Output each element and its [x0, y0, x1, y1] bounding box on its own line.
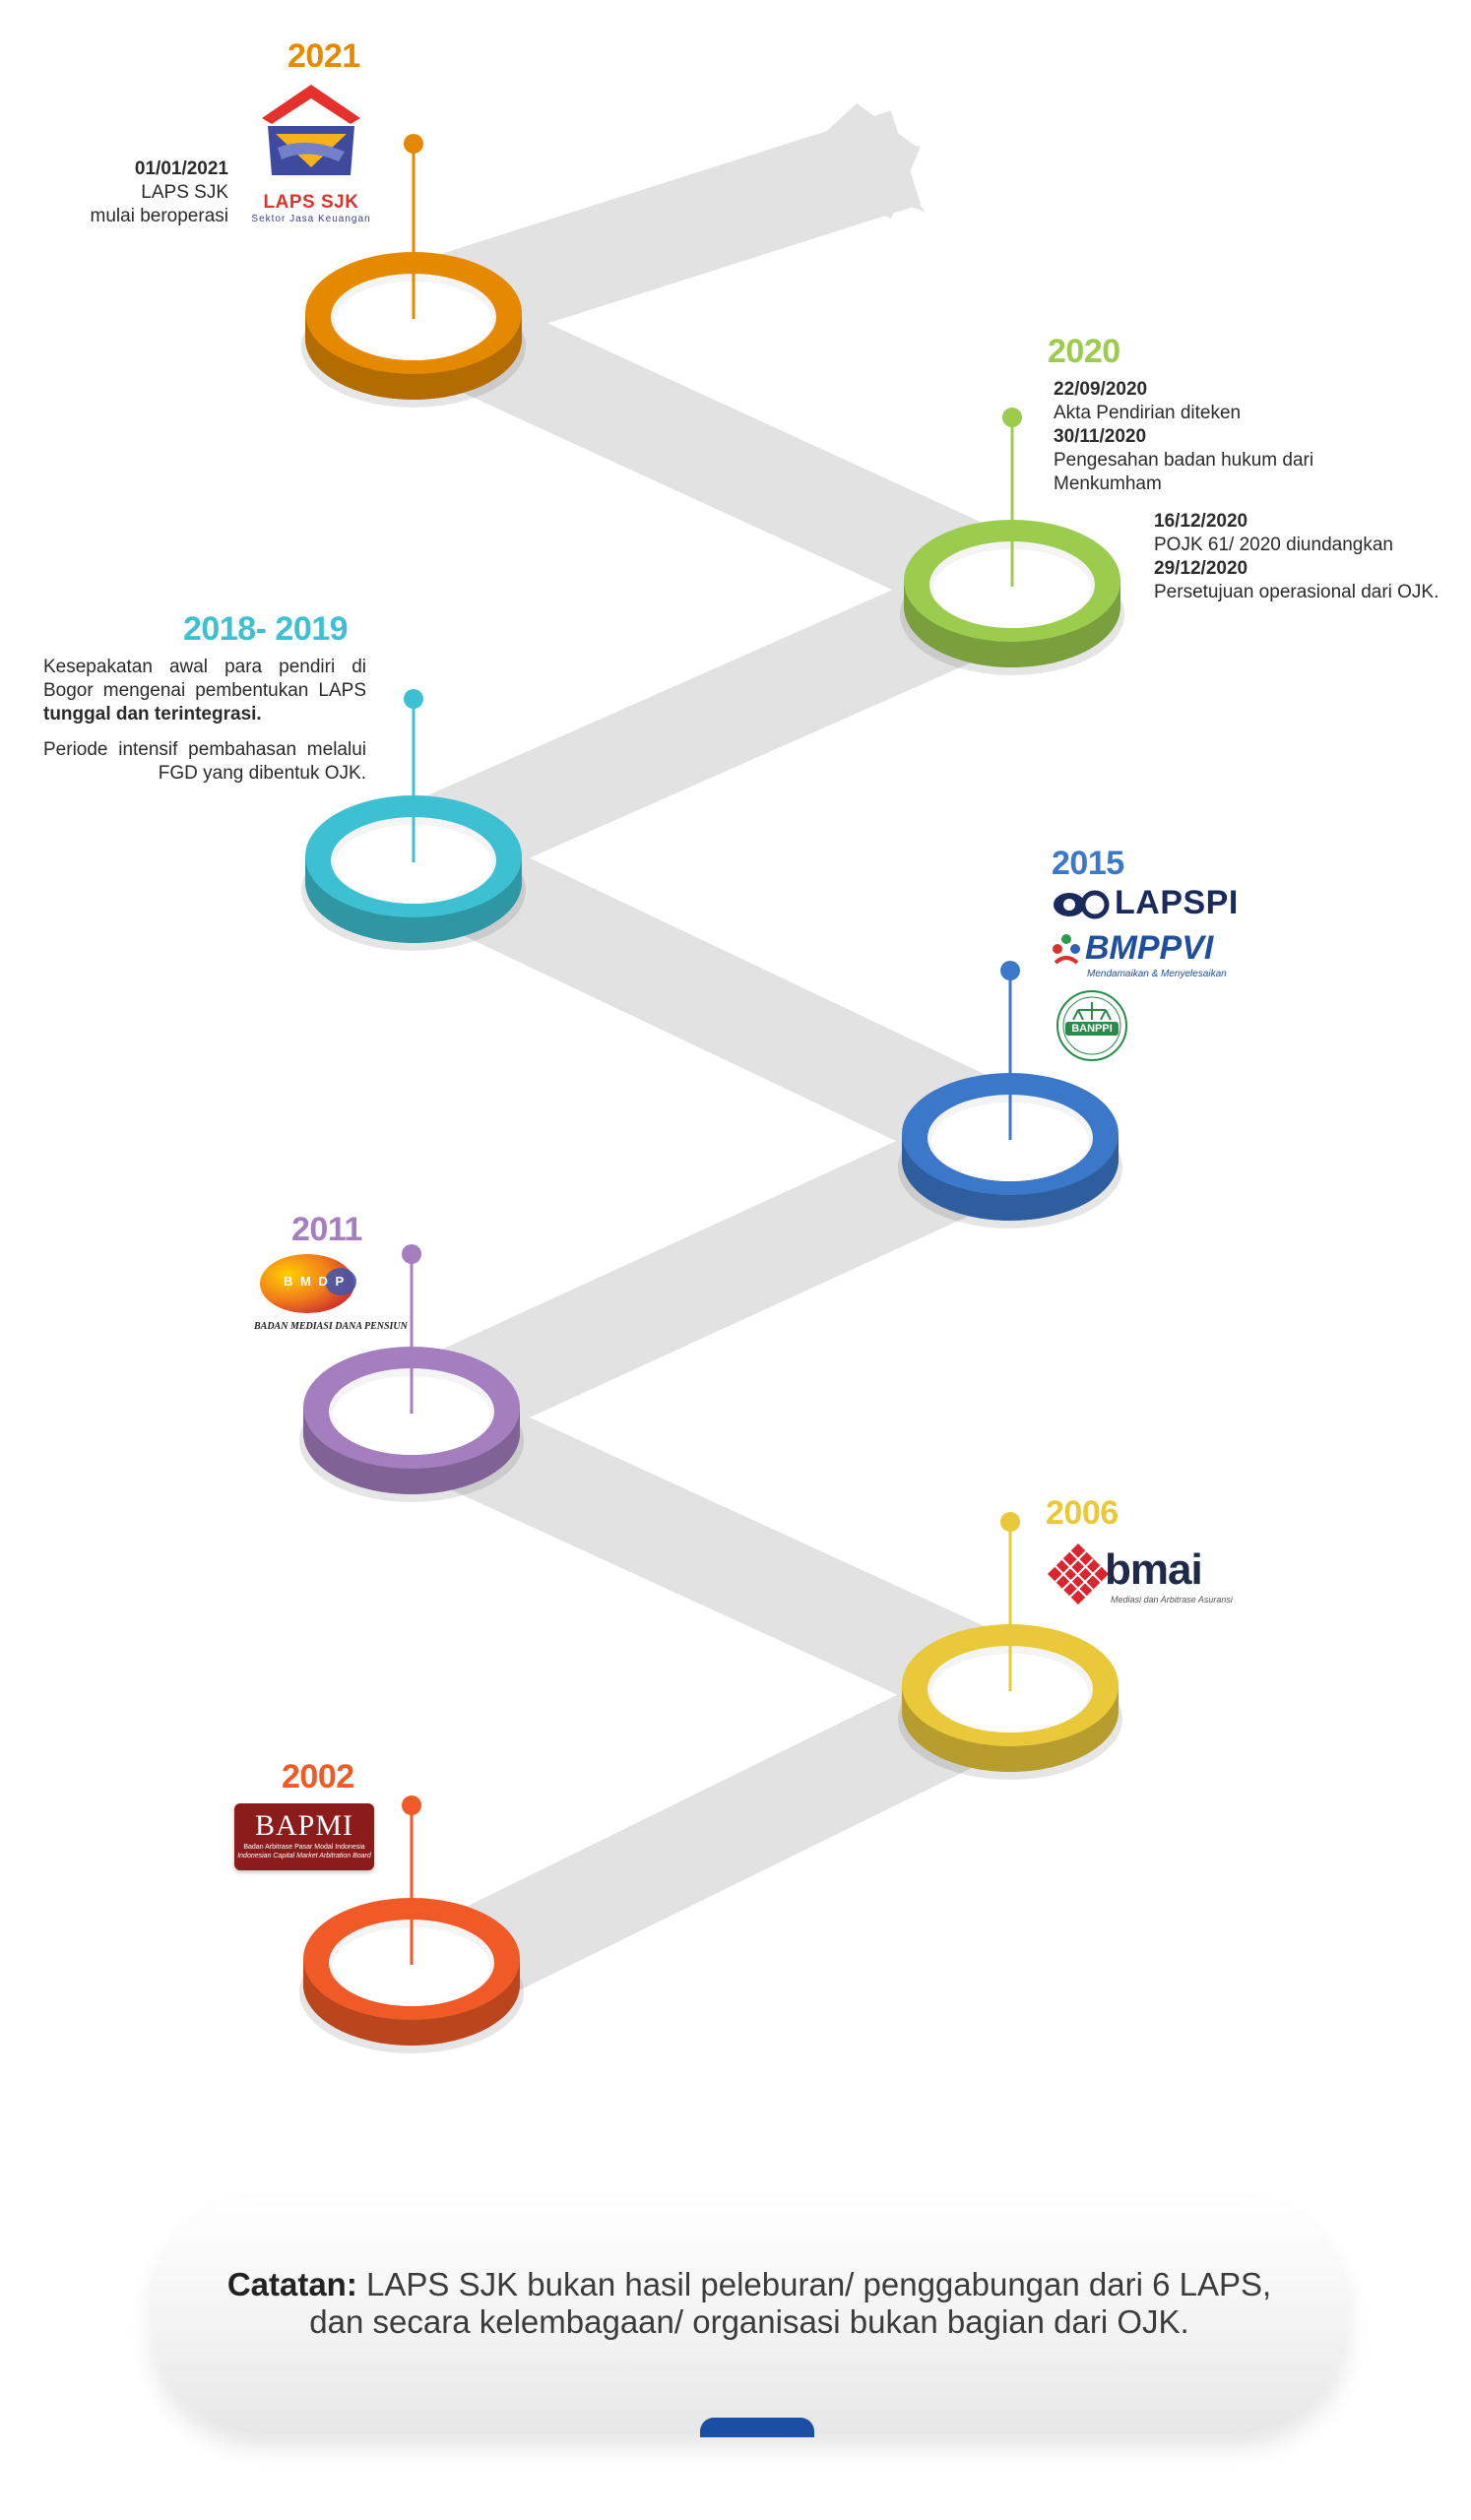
arrow-tip — [758, 146, 921, 219]
milestone-2018-text-1: Kesepakatan awal para pendiri di Bogor m… — [43, 656, 366, 726]
bmdp-logo: B M D P BADAN MEDIASI DANA PENSIUN — [254, 1252, 408, 1341]
banppi-logo: BANPPI — [1052, 988, 1132, 1063]
year-2011: 2011 — [291, 1211, 362, 1248]
year-2015: 2015 — [1052, 845, 1124, 882]
ring-2020-pin-head — [1002, 408, 1022, 427]
bapmi-logo-sub1: Badan Arbitrase Pasar Modal Indonesia — [243, 1844, 365, 1851]
text-2020-1: Akta Pendirian diteken — [1054, 403, 1242, 423]
ring-2020-hole-inner — [933, 549, 1091, 628]
text-2020-3: POJK 61/ 2020 diundangkan — [1154, 535, 1393, 555]
ring-2018-2019-pin-head — [404, 689, 423, 709]
bmai-logo: bmai Mediasi dan Arbitrase Asuransi — [1046, 1542, 1243, 1610]
bmai-logo-sub: Mediasi dan Arbitrase Asuransi — [1111, 1595, 1233, 1605]
bapmi-logo: BAPMI Badan Arbitrase Pasar Modal Indone… — [234, 1803, 374, 1870]
bapmi-logo-text: BAPMI — [254, 1809, 354, 1842]
date-2020-2: 30/11/2020 — [1054, 426, 1147, 447]
year-2018-2019: 2018- 2019 — [183, 610, 349, 648]
bapmi-logo-sub2: Indonesian Capital Market Arbitration Bo… — [237, 1853, 371, 1859]
ring-2006-pin-head — [1000, 1512, 1020, 1532]
laps-sjk-logo-text: LAPS SJK — [263, 192, 359, 213]
text-2020-2a: Pengesahan badan hukum dari — [1054, 450, 1314, 471]
date-2020-4: 29/12/2020 — [1154, 558, 1248, 579]
ring-2021-pin-head — [404, 134, 423, 154]
year-2020: 2020 — [1048, 333, 1120, 370]
text-2021-line1: LAPS SJK — [141, 182, 228, 203]
note-line2: dan secara kelembagaan/ organisasi bukan… — [309, 2303, 1189, 2340]
ring-2015-hole-inner — [931, 1102, 1089, 1181]
bmppvi-logo-text: BMPPVI — [1085, 929, 1214, 967]
bmppvi-logo-sub: Mendamaikan & Menyelesaikan — [1087, 969, 1227, 979]
milestone-2020-text-a: 22/09/2020 Akta Pendirian diteken 30/11/… — [1054, 378, 1349, 496]
year-2006: 2006 — [1046, 1494, 1119, 1532]
ring-2002-hole-inner — [333, 1927, 490, 2006]
note-text: Catatan: LAPS SJK bukan hasil peleburan/… — [152, 2266, 1347, 2341]
text-2020-2b: Menkumham — [1054, 473, 1162, 494]
bmdp-logo-text: B M D P — [284, 1274, 347, 1289]
ring-2011-hole-inner — [333, 1376, 490, 1455]
ring-2018-2019-hole-inner — [335, 825, 492, 904]
laps-sjk-logo: LAPS SJK Sektor Jasa Keuangan — [248, 79, 374, 231]
ring-2002-pin-head — [402, 1796, 421, 1815]
milestone-2021-text: 01/01/2021 LAPS SJK mulai beroperasi — [59, 158, 228, 228]
note-line1: LAPS SJK bukan hasil peleburan/ penggabu… — [366, 2266, 1272, 2302]
laps-sjk-logo-sub: Sektor Jasa Keuangan — [251, 214, 371, 224]
banppi-logo-text: BANPPI — [1071, 1023, 1113, 1035]
bmai-logo-text: bmai — [1105, 1545, 1203, 1594]
banppi-seal-icon — [1056, 990, 1127, 1061]
ring-2006-hole-inner — [931, 1654, 1089, 1732]
date-2021: 01/01/2021 — [134, 158, 228, 179]
lapspi-logo-text: LAPSPI — [1115, 884, 1239, 921]
date-2020-1: 22/09/2020 — [1054, 379, 1148, 400]
ring-2011-pin-head — [402, 1244, 421, 1264]
laps-sjk-emblem-icon — [262, 85, 360, 175]
note-box — [152, 2197, 1347, 2433]
note-tab — [700, 2418, 814, 2437]
year-2002: 2002 — [282, 1758, 354, 1796]
bmdp-logo-sub: BADAN MEDIASI DANA PENSIUN — [254, 1321, 408, 1332]
ring-2015-pin-head — [1000, 961, 1020, 980]
note-label: Catatan: — [226, 2266, 357, 2302]
bmdp-oval-icon — [260, 1254, 356, 1313]
bmppvi-logo: BMPPVI Mendamaikan & Menyelesaikan — [1052, 929, 1258, 984]
bmppvi-people-icon — [1053, 934, 1080, 965]
milestone-2020-text-b: 16/12/2020 POJK 61/ 2020 diundangkan 29/… — [1154, 510, 1459, 604]
text-2020-4: Persetujuan operasional dari OJK. — [1154, 582, 1439, 602]
text-2021-line2: mulai beroperasi — [90, 206, 228, 226]
bmai-diamond-icon — [1048, 1544, 1109, 1605]
year-2021: 2021 — [288, 37, 360, 75]
lapspi-emblem-icon — [1054, 890, 1110, 919]
date-2020-3: 16/12/2020 — [1154, 511, 1248, 532]
text-2018-1b: tunggal dan terintegrasi. — [43, 704, 262, 724]
lapspi-logo: LAPSPI — [1052, 884, 1248, 927]
ring-2021-hole-inner — [335, 282, 492, 360]
milestone-2018-text-2: Periode intensif pembahasan melalui FGD … — [43, 739, 366, 784]
text-2018-1a: Kesepakatan awal para pendiri di Bogor m… — [43, 657, 366, 701]
